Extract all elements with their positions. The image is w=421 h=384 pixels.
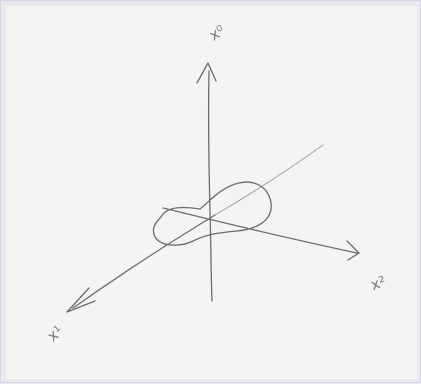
axis-x0-line — [207, 70, 213, 302]
axis-x1-back-segment — [214, 144, 324, 216]
axis-x2-line — [162, 207, 358, 254]
axis-x1-arrowhead — [66, 287, 96, 313]
axis-x2-arrowhead — [346, 240, 360, 261]
axis-x1-line — [72, 214, 216, 309]
axis-x0-arrowhead — [196, 62, 217, 84]
closed-curve — [152, 181, 272, 246]
paper-sheet — [5, 5, 418, 380]
